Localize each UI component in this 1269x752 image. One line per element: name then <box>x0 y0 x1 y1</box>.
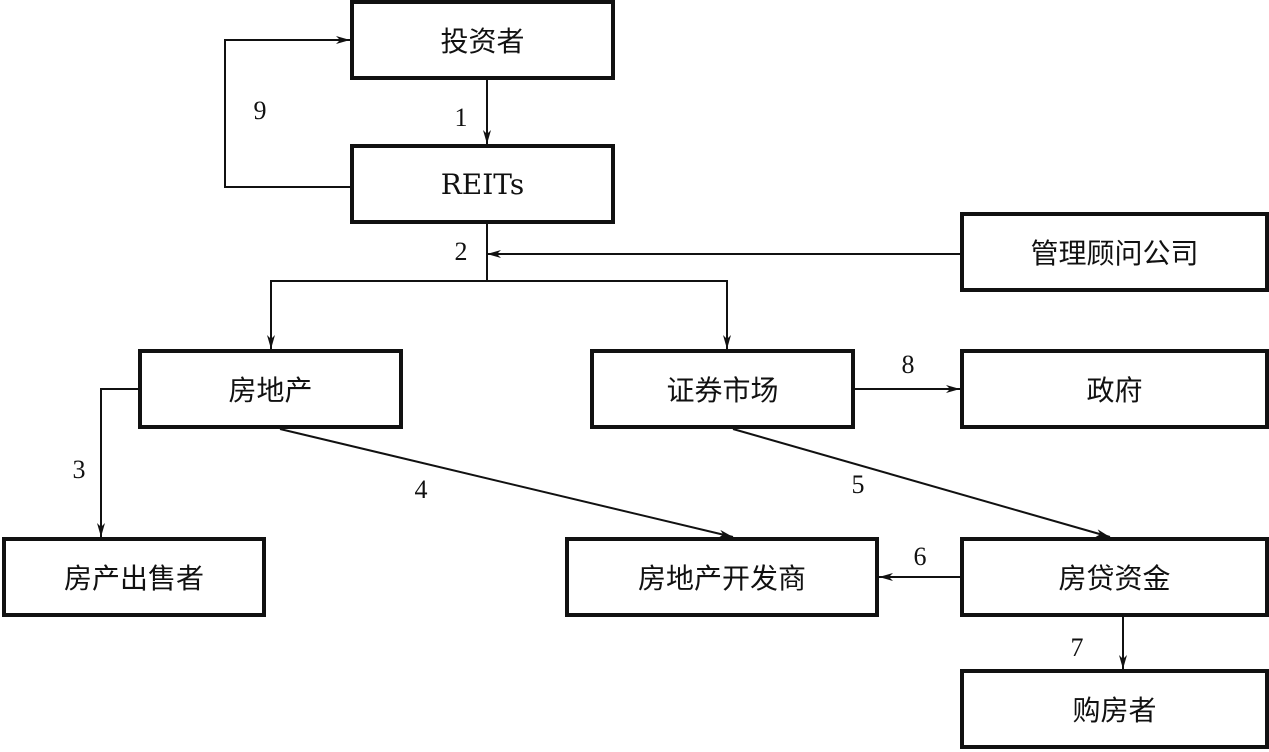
node-investor: 投资者 <box>350 0 615 80</box>
node-government: 政府 <box>960 349 1269 429</box>
edge-label-3: 3 <box>72 455 86 484</box>
node-property-seller: 房产出售者 <box>2 537 266 617</box>
edge-label-4: 4 <box>414 475 428 504</box>
node-management-consultant: 管理顾问公司 <box>960 212 1269 292</box>
edge-label-1: 1 <box>454 103 468 132</box>
node-home-buyer: 购房者 <box>960 669 1269 749</box>
edge-label-8: 8 <box>901 350 915 379</box>
edge-4 <box>279 428 734 538</box>
edge-2-right <box>487 280 731 349</box>
edge-2-left <box>267 280 487 349</box>
node-securities-market: 证券市场 <box>590 349 855 429</box>
edge-label-2: 2 <box>454 237 468 266</box>
edge-5 <box>732 428 1111 538</box>
edge-label-5: 5 <box>851 470 865 499</box>
node-real-estate: 房地产 <box>138 349 403 429</box>
node-reits: REITs <box>350 144 615 224</box>
node-mortgage-funds: 房贷资金 <box>960 537 1269 617</box>
edge-9 <box>224 36 350 188</box>
edge-label-6: 6 <box>913 542 927 571</box>
node-developer: 房地产开发商 <box>565 537 879 617</box>
edge-label-9: 9 <box>253 96 267 125</box>
edge-3 <box>97 388 138 537</box>
edge-label-7: 7 <box>1070 633 1084 662</box>
